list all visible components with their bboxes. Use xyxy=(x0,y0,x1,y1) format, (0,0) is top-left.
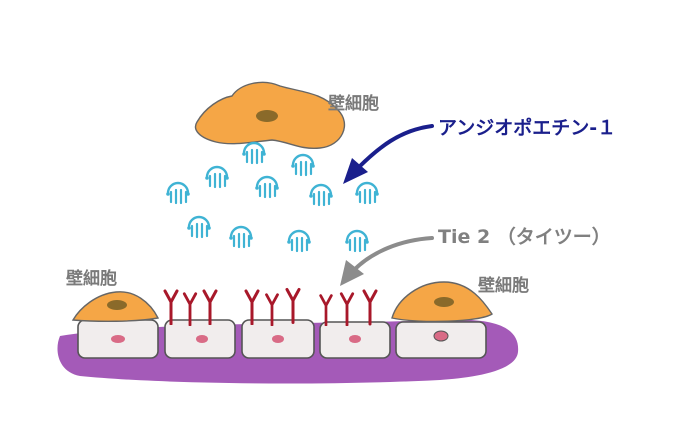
arrow-angiopoietin xyxy=(343,124,434,184)
arrow-tie2 xyxy=(340,236,434,286)
tie2-receptor-icon xyxy=(362,289,378,326)
angiopoietin-ligand-icon xyxy=(290,153,316,177)
pericyte-top xyxy=(194,81,346,150)
pericyte-left xyxy=(71,291,160,323)
angiopoietin-ligand-icon xyxy=(344,229,370,253)
angiopoietin-ligand-icon xyxy=(204,165,230,189)
angiopoietin-ligand-icon xyxy=(228,225,254,249)
angiopoietin-ligand-icon xyxy=(254,175,280,199)
cell-nuclei xyxy=(111,330,449,343)
tie2-receptor-icon xyxy=(285,287,301,325)
angiopoietin-ligand-icon xyxy=(241,141,267,165)
angiopoietin-ligand-icon xyxy=(286,229,312,253)
pericyte-right xyxy=(391,281,493,323)
tie2-receptor-icon xyxy=(163,289,179,325)
tie2-receptor-icon xyxy=(319,294,333,326)
label-pericyte-top: 壁細胞 xyxy=(328,94,379,114)
tie2-receptor-icon xyxy=(339,292,355,326)
tie2-receptor-icon xyxy=(244,289,260,325)
label-angiopoietin: アンジオポエチン‐１ xyxy=(438,117,617,139)
angiopoietin-ligand-icon xyxy=(186,215,212,239)
label-pericyte-right: 壁細胞 xyxy=(478,276,529,296)
angiopoietin-ligand-icon xyxy=(354,181,380,205)
label-pericyte-left: 壁細胞 xyxy=(66,269,117,289)
angiopoietin-ligand-icon xyxy=(308,183,334,207)
angiopoietin-ligands xyxy=(165,141,380,253)
angiopoietin-ligand-icon xyxy=(165,181,191,205)
label-tie2: Tie 2 （タイツー） xyxy=(438,226,611,248)
tie2-receptor-icon xyxy=(202,289,218,325)
